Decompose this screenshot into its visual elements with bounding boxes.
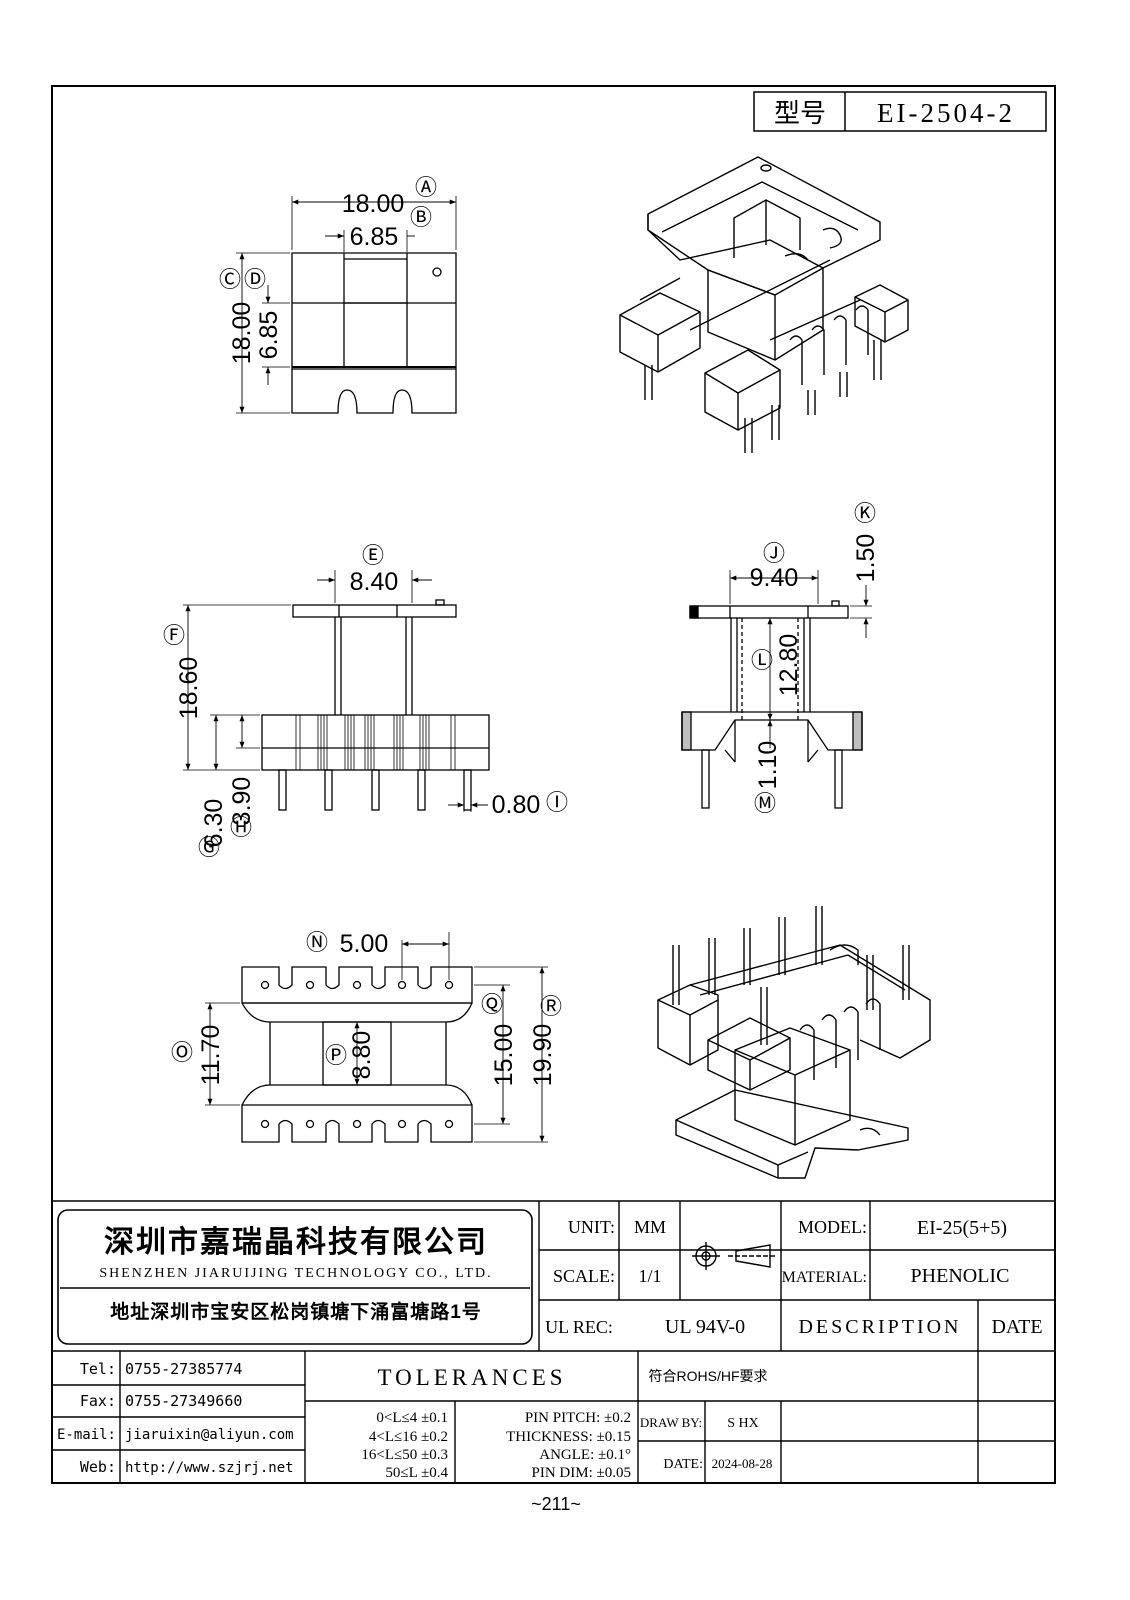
model-number-value: EI-2504-2	[877, 98, 1015, 128]
dim-o-marker: Ⓞ	[171, 1040, 193, 1065]
ul-rec-label: UL REC:	[545, 1317, 613, 1337]
material-value: PHENOLIC	[911, 1265, 1010, 1287]
dim-p-value: 8.80	[348, 1031, 376, 1080]
dim-b-marker: Ⓑ	[410, 205, 432, 230]
tolerance-range-4: 50≤L ±0.4	[385, 1465, 448, 1481]
dim-c-marker: Ⓒ	[219, 267, 241, 292]
dim-k-value: 1.50	[852, 534, 880, 583]
description-header: DESCRIPTION	[798, 1316, 961, 1338]
dim-j-value: 9.40	[750, 564, 799, 592]
dim-a-marker: Ⓐ	[415, 175, 437, 200]
scale-label: SCALE:	[553, 1266, 615, 1286]
dim-h-marker: Ⓗ	[230, 815, 252, 840]
dim-b-value: 6.85	[350, 223, 399, 251]
company-name-en: SHENZHEN JIARUIJING TECHNOLOGY CO., LTD.	[99, 1266, 492, 1281]
dim-m-value: 1.10	[754, 741, 782, 790]
sheet-border	[51, 85, 1056, 1484]
dim-a-value: 18.00	[342, 190, 405, 218]
bottom-view	[205, 932, 548, 1143]
web-value: http://www.szjrj.net	[125, 1460, 294, 1476]
date-field-value: 2024-08-28	[712, 1456, 773, 1471]
rohs-note: 符合ROHS/HF要求	[649, 1368, 768, 1384]
date-header: DATE	[991, 1316, 1042, 1338]
model-label: MODEL:	[798, 1217, 867, 1237]
dim-i-value: 0.80	[492, 791, 541, 819]
draw-by-label: DRAW BY:	[640, 1415, 702, 1430]
dim-k-marker: Ⓚ	[854, 501, 876, 526]
page-number: ~211~	[531, 1494, 581, 1514]
model-value: EI-25(5+5)	[917, 1217, 1007, 1239]
model-number-box: 型号 EI-2504-2	[753, 91, 1047, 132]
dim-e-marker: Ⓔ	[362, 543, 384, 568]
side-view	[681, 570, 872, 809]
dim-r-value: 19.90	[529, 1024, 557, 1087]
tolerance-range-1: 0<L≤4 ±0.1	[376, 1410, 448, 1426]
email-label: E-mail:	[57, 1427, 116, 1443]
draw-by-value: S HX	[727, 1416, 759, 1431]
fax-value: 0755-27349660	[125, 1392, 242, 1410]
dim-r-marker: Ⓡ	[540, 994, 562, 1019]
dim-q-value: 15.00	[490, 1024, 518, 1087]
company-box	[57, 1209, 533, 1345]
ul-rec-value: UL 94V-0	[665, 1316, 745, 1338]
tolerances-title: TOLERANCES	[377, 1365, 566, 1390]
fax-label: Fax:	[80, 1392, 116, 1410]
date-field-label: DATE:	[663, 1457, 703, 1472]
dim-d-value: 6.85	[255, 311, 283, 360]
tolerance-other-3: ANGLE: ±0.1°	[539, 1447, 631, 1463]
web-label: Web:	[80, 1458, 116, 1476]
tolerance-other-2: THICKNESS: ±0.15	[506, 1429, 631, 1445]
tolerance-range-2: 4<L≤16 ±0.2	[369, 1429, 448, 1445]
dim-q-marker: Ⓠ	[481, 992, 503, 1017]
dim-m-marker: Ⓜ	[754, 791, 776, 816]
dim-o-value: 11.70	[197, 1025, 225, 1086]
tolerance-range-3: 16<L≤50 ±0.3	[361, 1447, 448, 1463]
unit-label: UNIT:	[568, 1217, 615, 1237]
isometric-view-top	[619, 156, 909, 453]
dim-l-value: 12.80	[775, 634, 803, 697]
dim-d-marker: Ⓓ	[244, 267, 266, 292]
front-view	[183, 570, 490, 812]
dim-l-marker: Ⓛ	[751, 648, 773, 673]
projection-symbol-icon	[692, 1242, 776, 1270]
dim-n-marker: Ⓝ	[306, 930, 328, 955]
company-name-cn: 深圳市嘉瑞晶科技有限公司	[104, 1225, 488, 1259]
dim-h-value: 3.90	[228, 777, 256, 826]
tel-value: 0755-27385774	[125, 1360, 242, 1378]
dim-g-marker: Ⓖ	[198, 835, 220, 860]
unit-value: MM	[634, 1217, 666, 1237]
dim-c-value: 18.00	[228, 302, 256, 365]
dim-p-marker: Ⓟ	[325, 1043, 347, 1068]
top-view	[236, 196, 457, 414]
scale-value: 1/1	[638, 1266, 661, 1286]
dim-e-value: 8.40	[350, 568, 399, 596]
tel-label: Tel:	[80, 1360, 116, 1378]
model-number-label: 型号	[774, 98, 826, 128]
material-label: MATERIAL:	[782, 1269, 867, 1286]
dim-f-value: 18.60	[175, 657, 203, 720]
dim-f-marker: Ⓕ	[163, 623, 185, 648]
dim-n-value: 5.00	[340, 930, 389, 958]
dim-j-marker: Ⓙ	[763, 541, 785, 566]
company-address: 地址深圳市宝安区松岗镇塘下涌富塘路1号	[110, 1300, 482, 1323]
tolerance-other-4: PIN DIM: ±0.05	[532, 1465, 632, 1481]
tolerance-other-1: PIN PITCH: ±0.2	[525, 1410, 631, 1426]
email-value: jiaruixin@aliyun.com	[125, 1427, 294, 1443]
dim-g-value: 6.30	[200, 799, 228, 848]
isometric-view-bottom	[657, 906, 931, 1179]
title-block-grid	[52, 1200, 1055, 1483]
dim-i-marker: Ⓘ	[546, 790, 568, 815]
